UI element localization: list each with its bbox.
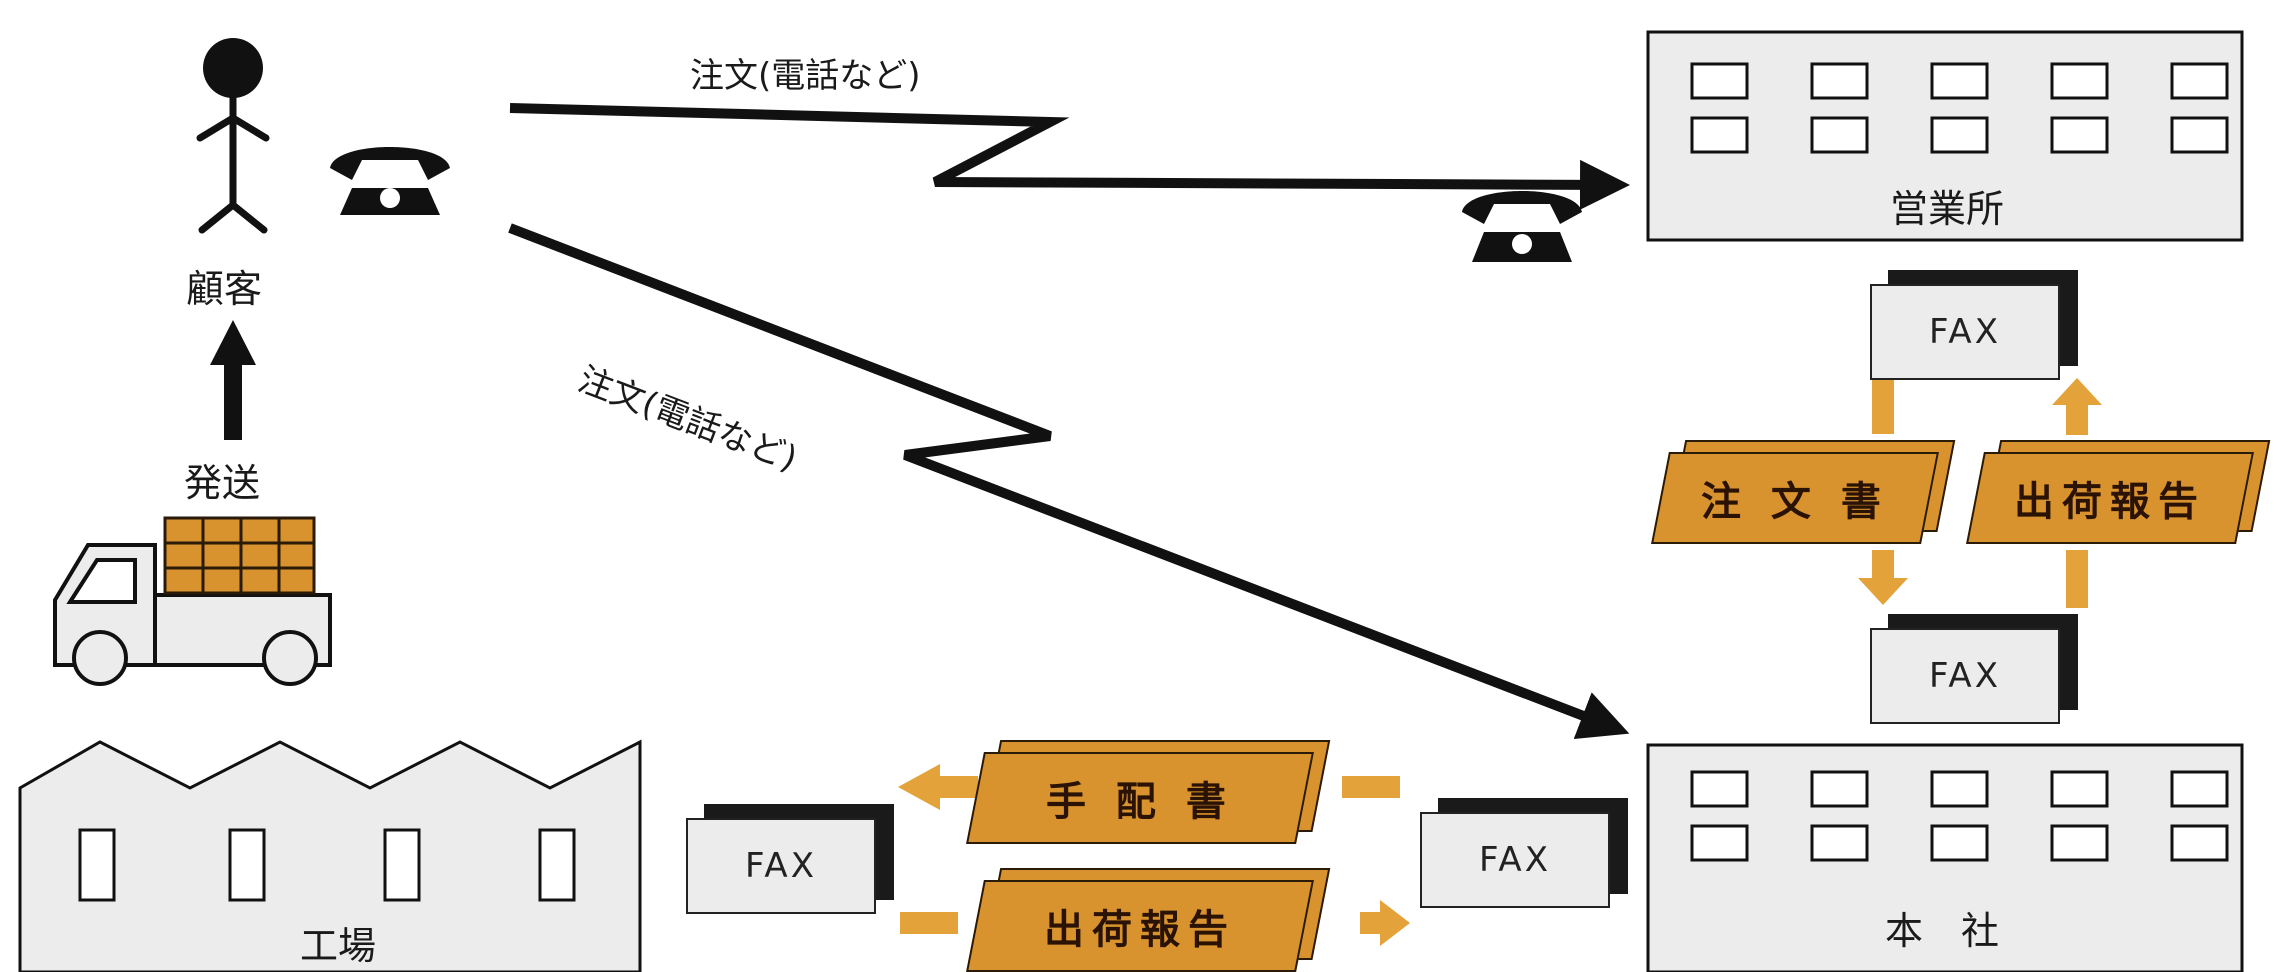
factory-label: 工場 <box>300 924 377 968</box>
flow-arrow-arrangement-left <box>898 764 1400 810</box>
shipping-report-document-right: 出荷報告 <box>1966 440 2271 544</box>
arrangement-form-document: 手 配 書 <box>966 740 1331 844</box>
fax-factory: FAX <box>686 818 876 914</box>
phone-order-line-head <box>508 223 1630 739</box>
shipping-up-arrow <box>210 320 256 440</box>
fax-sales-office: FAX <box>1870 284 2060 380</box>
customer-label: 顧客 <box>186 267 263 311</box>
head-office-building <box>1646 743 2244 972</box>
sales-office-building <box>1646 30 2244 242</box>
truck <box>53 543 332 686</box>
phone-order-label-sales: 注文(電話など) <box>690 56 921 96</box>
shipping-report-label-bottom: 出荷報告 <box>1044 907 1236 953</box>
document-front-sheet: 出荷報告 <box>966 880 1314 972</box>
factory-building <box>18 739 642 972</box>
fax-head-office-left: FAX <box>1420 812 1610 908</box>
document-front-sheet: 手 配 書 <box>966 752 1314 844</box>
shipping-report-document-bottom: 出荷報告 <box>966 868 1331 972</box>
sales-office-label: 営業所 <box>1890 187 2005 231</box>
document-front-sheet: 注 文 書 <box>1651 452 1939 544</box>
flow-arrow-report-right <box>900 900 1410 946</box>
flow-arrow-order-down <box>1858 378 1908 605</box>
telephone-icon <box>1462 191 1582 262</box>
phone-order-line-sales <box>509 103 1630 210</box>
document-front-sheet: 出荷報告 <box>1966 452 2254 544</box>
order-form-label: 注 文 書 <box>1701 479 1889 525</box>
truck-cargo <box>163 516 316 595</box>
shipping-report-label-right: 出荷報告 <box>2014 479 2206 525</box>
arrangement-form-label: 手 配 書 <box>1046 779 1234 825</box>
fax-head-office-top: FAX <box>1870 628 2060 724</box>
shipping-label: 発送 <box>184 461 261 505</box>
order-form-document: 注 文 書 <box>1651 440 1956 544</box>
telephone-icon <box>330 147 450 215</box>
head-office-label: 本 社 <box>1885 909 2000 953</box>
customer-figure <box>196 38 270 234</box>
flow-arrow-report-up <box>2052 378 2102 608</box>
